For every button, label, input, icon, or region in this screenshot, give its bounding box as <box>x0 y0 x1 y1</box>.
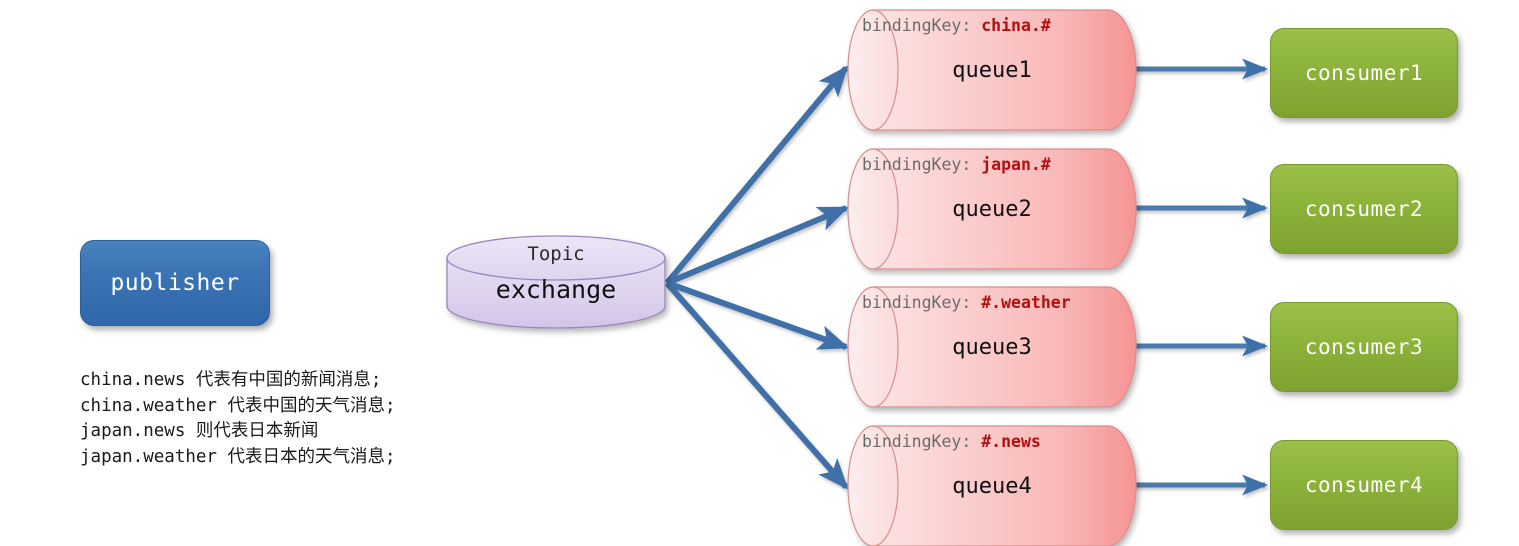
queue3-cylinder-shape <box>847 286 1137 408</box>
queue3-binding-label: bindingKey: <box>862 293 972 312</box>
consumer2-node[interactable]: consumer2 <box>1270 164 1458 254</box>
consumer1-label: consumer1 <box>1304 61 1424 85</box>
queue2-binding-value: japan.# <box>981 155 1051 174</box>
queue2-name: queue2 <box>952 197 1032 222</box>
arrow-exchange-to-queue3 <box>665 280 850 350</box>
queue1-binding-key: bindingKey: china.# <box>862 16 1128 35</box>
legend-line-2: china.weather 代表中国的天气消息; <box>80 395 396 416</box>
queue3-binding-key: bindingKey: #.weather <box>862 293 1128 312</box>
queue2-binding-label: bindingKey: <box>862 155 972 174</box>
queue3-name: queue3 <box>952 335 1032 360</box>
legend-line-1: china.news 代表有中国的新闻消息; <box>80 370 382 390</box>
arrow-exchange-to-queue4 <box>664 281 849 490</box>
exchange-name-label: exchange <box>495 275 617 304</box>
queue3-binding-value: #.weather <box>981 293 1071 312</box>
queue4-cylinder-shape <box>847 425 1137 546</box>
legend-line-4: japan.weather 代表日本的天气消息; <box>80 446 396 467</box>
exchange-type-label: Topic <box>527 243 585 265</box>
consumer3-node[interactable]: consumer3 <box>1270 302 1458 392</box>
queue2-binding-key: bindingKey: japan.# <box>862 155 1128 174</box>
exchange-node[interactable]: Topic exchange <box>447 241 665 323</box>
consumer4-label: consumer4 <box>1304 473 1424 497</box>
publisher-node[interactable]: publisher <box>80 240 270 326</box>
queue2-cylinder-shape <box>847 148 1137 270</box>
queue1-name: queue1 <box>952 58 1032 83</box>
consumer1-node[interactable]: consumer1 <box>1270 28 1458 118</box>
queue4-binding-key: bindingKey: #.news <box>862 432 1128 451</box>
consumer2-label: consumer2 <box>1304 197 1424 221</box>
arrow-exchange-to-queue2 <box>665 205 850 286</box>
legend-line-3: japan.news 则代表日本新闻 <box>80 421 319 441</box>
queue4-binding-label: bindingKey: <box>862 432 972 451</box>
consumer3-label: consumer3 <box>1304 335 1424 359</box>
queue1-binding-value: china.# <box>981 16 1051 35</box>
queue1-node[interactable]: bindingKey: china.# queue1 <box>848 10 1136 130</box>
queue3-node[interactable]: bindingKey: #.weather queue3 <box>848 287 1136 407</box>
queue1-cylinder-shape <box>847 9 1137 131</box>
queue4-node[interactable]: bindingKey: #.news queue4 <box>848 426 1136 546</box>
routing-key-legend: china.news 代表有中国的新闻消息; china.weather 代表中… <box>80 368 396 470</box>
queue4-binding-value: #.news <box>981 432 1041 451</box>
publisher-label: publisher <box>110 270 240 296</box>
queue1-binding-label: bindingKey: <box>862 16 972 35</box>
arrow-exchange-to-queue1 <box>664 65 849 285</box>
exchange-cylinder-shape <box>446 235 666 329</box>
consumer4-node[interactable]: consumer4 <box>1270 440 1458 530</box>
queue4-name: queue4 <box>952 474 1032 499</box>
queue2-node[interactable]: bindingKey: japan.# queue2 <box>848 149 1136 269</box>
